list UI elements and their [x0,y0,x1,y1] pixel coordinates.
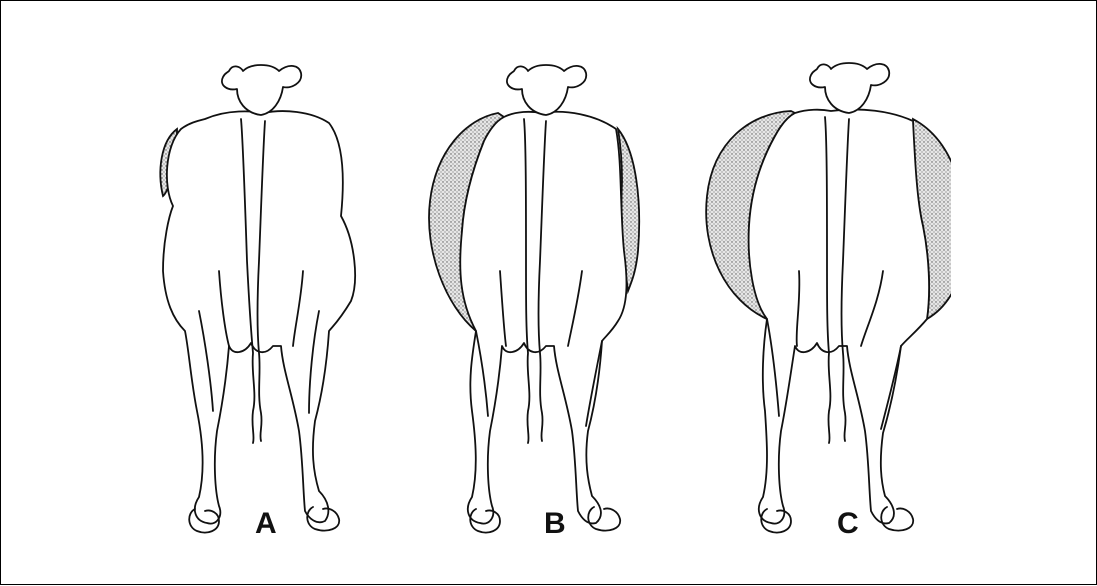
cow-body [749,109,929,523]
cow-rear-view-icon [133,1,393,586]
panel-b: B [406,1,666,586]
cow-head [507,65,586,115]
cow-head [810,63,889,113]
panel-a: A [133,1,393,586]
panel-label: A [255,509,277,539]
cow-rear-view-icon [691,1,951,586]
panel-label: C [837,509,859,539]
cow-head [222,65,301,115]
cow-rear-view-icon [406,1,666,586]
panel-label: B [544,509,566,539]
cow-body [163,111,355,523]
panel-c: C [691,1,951,586]
